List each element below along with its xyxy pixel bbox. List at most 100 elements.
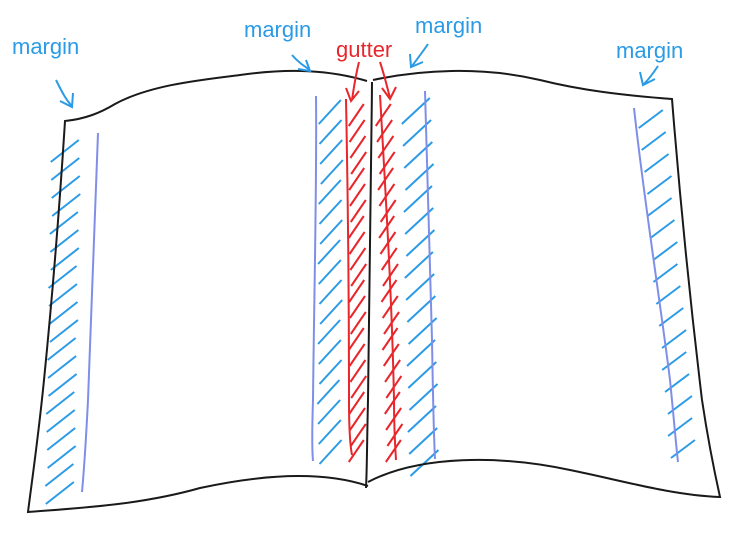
gutter-line-right-outer [379, 94, 397, 461]
margin-line-inner-left [311, 95, 318, 462]
margin-hatch-stroke [652, 241, 678, 261]
gutter-hatch-stroke [348, 167, 366, 191]
label-margin-outer-right: margin [616, 38, 683, 63]
margin-hatch-stroke [638, 109, 664, 129]
book-spine [365, 81, 373, 489]
margin-hatch-stroke [319, 299, 343, 325]
margin-hatch-stroke [643, 153, 670, 173]
gutter-hatch-stroke [349, 359, 367, 383]
gutter-hatch-stroke [349, 199, 367, 223]
margin-hatch-stroke [318, 99, 342, 125]
gutter-hatch-stroke [349, 135, 367, 159]
margin-hatch-stroke [49, 229, 79, 253]
margin-hatch-stroke [317, 399, 341, 425]
margin-hatch-stroke [320, 159, 344, 185]
margin-hatch-stroke [316, 379, 341, 405]
margin-hatch-stroke [641, 131, 667, 151]
margin-line-outer-left [81, 132, 99, 493]
margin-hatch-outer-left [44, 139, 81, 505]
gutter-hatch-stroke [349, 295, 366, 319]
gutter-hatch-stroke [348, 231, 366, 255]
gutter-hatch-stroke [374, 103, 392, 127]
margin-hatch-inner-left [316, 99, 344, 465]
margin-hatch-stroke [319, 139, 343, 165]
label-margin-outer-left: margin [12, 34, 79, 59]
gutter-hatch-stroke [349, 311, 367, 335]
margin-hatch-stroke [45, 481, 75, 505]
gutter-hatch-stroke [380, 279, 398, 303]
gutter-hatch-stroke [350, 151, 368, 175]
gutter-hatch-stroke [349, 423, 367, 447]
margin-hatch-stroke [667, 417, 693, 437]
margin-hatch-stroke [646, 175, 673, 195]
margin-hatch-stroke [46, 427, 76, 451]
gutter-hatch-stroke [382, 343, 400, 367]
margin-hatch-stroke [407, 405, 437, 433]
margin-hatch-stroke [649, 219, 676, 239]
margin-hatch-stroke [408, 427, 438, 455]
gutter-hatch-stroke [378, 151, 396, 175]
margin-hatch-stroke [48, 283, 78, 307]
gutter-hatch-stroke [349, 407, 366, 431]
margin-line-outer-right [633, 107, 679, 463]
margin-hatch-stroke [646, 197, 673, 217]
margin-hatch-stroke [667, 395, 693, 415]
margin-hatch-stroke [51, 193, 81, 217]
margin-hatch-stroke [47, 355, 77, 379]
margin-hatch-stroke [318, 339, 342, 365]
margin-hatch-stroke [49, 211, 79, 235]
margin-hatch-stroke [50, 247, 80, 271]
gutter-hatch-stroke [350, 263, 368, 287]
margin-line-inner-right [424, 90, 436, 460]
margin-hatch-stroke [318, 439, 343, 465]
margin-hatch-stroke [317, 319, 341, 345]
gutter-hatch-stroke [381, 327, 399, 351]
margin-hatch-stroke [47, 337, 77, 361]
label-margin-inner-right: margin [415, 13, 482, 38]
margin-hatch-stroke [318, 199, 343, 225]
gutter-hatch-stroke [347, 103, 365, 127]
gutter-hatch-stroke [376, 119, 393, 143]
gutter-hatch-stroke [348, 343, 366, 367]
margin-hatch-stroke [48, 301, 79, 325]
margin-hatch-stroke [318, 119, 343, 145]
margin-hatch-stroke [403, 141, 433, 169]
gutter-line-left-outer [345, 98, 353, 456]
margin-hatch-stroke [406, 339, 436, 367]
label-margin-inner-left: margin [244, 17, 311, 42]
gutter-hatch-stroke [379, 199, 397, 223]
gutter-hatch-stroke [348, 279, 366, 303]
arrow-margin-inner-right [409, 43, 429, 69]
margin-hatch-stroke [319, 219, 343, 245]
margin-hatch-stroke [318, 179, 342, 205]
margin-hatch-stroke [404, 163, 435, 191]
gutter-hatch-stroke [349, 183, 366, 207]
gutter-hatch-stroke [348, 391, 366, 415]
margin-hatch-stroke [652, 263, 679, 283]
gutter-hatch-stroke [350, 375, 368, 399]
gutter-hatch-stroke [347, 439, 365, 463]
margin-hatch-stroke [46, 409, 76, 433]
gutter-hatch-stroke [378, 183, 396, 207]
gutter-hatch-stroke [385, 439, 402, 463]
margin-hatch-stroke [45, 391, 75, 415]
gutter-hatch-stroke [348, 119, 366, 143]
margin-hatch-stroke [47, 445, 77, 469]
margin-hatch-stroke [318, 279, 343, 305]
margin-hatch-stroke [317, 239, 341, 265]
arrow-margin-outer-left [55, 79, 74, 109]
margin-hatch-stroke [44, 463, 74, 487]
margin-hatch-stroke [51, 175, 81, 199]
arrow-gutter-left [345, 61, 360, 103]
margin-hatch-stroke [318, 359, 343, 385]
gutter-hatch-stroke [377, 135, 395, 159]
book-outline-right-page [367, 69, 722, 499]
gutter-hatch-stroke [349, 247, 367, 271]
margin-hatch-stroke [318, 259, 342, 285]
gutter-hatch-stroke [347, 215, 365, 239]
margin-hatch-stroke [670, 439, 696, 459]
book-outline-left-page [26, 69, 369, 514]
gutter-hatch-left [347, 103, 368, 463]
gutter-hatch-stroke [384, 391, 401, 415]
